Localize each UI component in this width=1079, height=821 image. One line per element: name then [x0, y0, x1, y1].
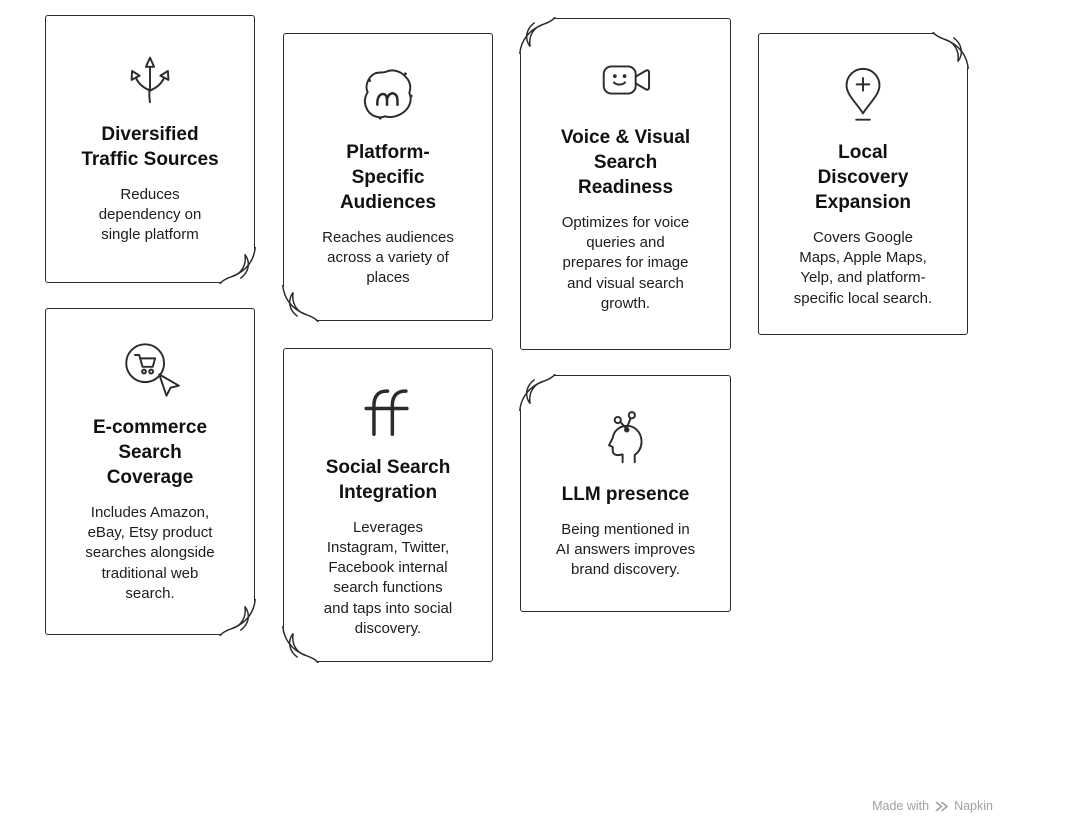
map-pin-plus-icon [832, 64, 894, 126]
page-curl-icon [219, 599, 256, 636]
ai-head-network-icon [595, 406, 657, 468]
card-title: Social Search Integration [325, 457, 451, 504]
made-with-text: Made with [872, 799, 930, 813]
video-camera-smiley-icon [595, 49, 657, 111]
card-description: Covers Google Maps, Apple Maps, Yelp, an… [793, 229, 933, 307]
card-description: Being mentioned in AI answers improves b… [555, 521, 696, 579]
card-local-discovery-expansion: Local Discovery Expansion Covers Google … [758, 33, 968, 335]
card-platform-specific-audiences: Platform- Specific Audiences Reaches aud… [283, 33, 493, 321]
double-f-icon [357, 379, 419, 441]
napkin-logo-icon [935, 801, 948, 811]
card-title: Platform- Specific Audiences [339, 142, 437, 214]
card-title: Voice & Visual Search Readiness [560, 127, 691, 199]
card-title: LLM presence [561, 484, 690, 505]
card-title: E-commerce Search Coverage [92, 417, 208, 489]
page-curl-icon [282, 285, 319, 322]
napkin-brand-text: Napkin [954, 799, 993, 813]
card-description: Optimizes for voice queries and prepares… [561, 214, 690, 312]
branching-arrows-icon [119, 46, 181, 108]
card-description: Includes Amazon, eBay, Etsy product sear… [85, 504, 215, 602]
card-social-search-integration: Social Search Integration Leverages Inst… [283, 348, 493, 662]
card-title: Local Discovery Expansion [814, 142, 912, 214]
card-ecommerce-search-coverage: E-commerce Search Coverage Includes Amaz… [45, 308, 255, 635]
card-title: Diversified Traffic Sources [81, 124, 219, 171]
card-description: Reaches audiences across a variety of pl… [322, 229, 454, 287]
card-llm-presence: LLM presence Being mentioned in AI answe… [520, 375, 731, 612]
page-curl-icon [219, 247, 256, 284]
page-curl-icon [519, 17, 556, 54]
page-curl-icon [282, 626, 319, 663]
cart-search-cursor-icon [119, 339, 181, 401]
page-curl-icon [932, 32, 969, 69]
card-description: Leverages Instagram, Twitter, Facebook i… [323, 519, 453, 637]
card-voice-visual-search-readiness: Voice & Visual Search Readiness Optimize… [520, 18, 731, 350]
card-diversified-traffic-sources: Diversified Traffic Sources Reduces depe… [45, 15, 255, 283]
meetup-blob-icon [357, 64, 419, 126]
card-description: Reduces dependency on single platform [98, 186, 202, 244]
napkin-watermark: Made with Napkin [872, 799, 993, 813]
page-curl-icon [519, 374, 556, 411]
